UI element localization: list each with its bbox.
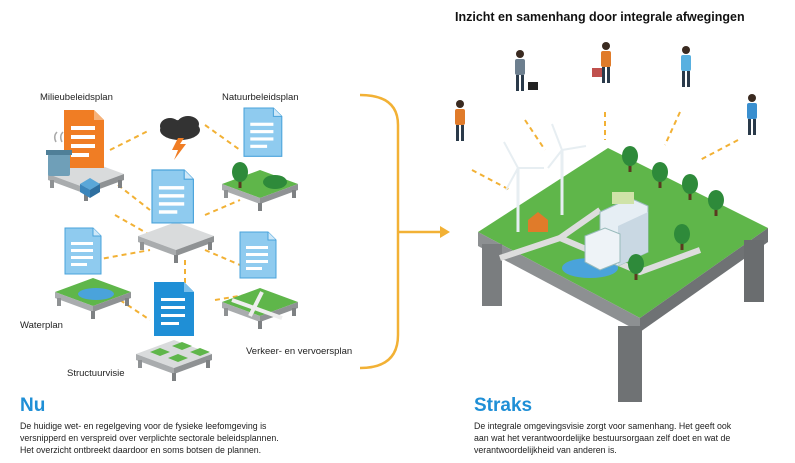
dashed-connections-left: [94, 124, 246, 321]
road-lines: [231, 291, 283, 320]
structuur-document-icon: [154, 282, 194, 336]
storm-cloud-icon: [160, 116, 200, 160]
milieu-document-icon: [64, 110, 104, 168]
label-milieubeleidsplan: Milieubeleidsplan: [40, 92, 113, 103]
straks-line-1: De integrale omgevingsvisie zorgt voor s…: [474, 421, 732, 431]
bush-icon: [263, 175, 287, 189]
nu-description: De huidige wet- en regelgeving voor de f…: [20, 420, 279, 456]
label-natuurbeleidsplan: Natuurbeleidsplan: [222, 92, 299, 103]
platform: [478, 148, 768, 402]
label-structuurvisie: Structuurvisie: [67, 368, 125, 379]
heading-straks: Straks: [474, 395, 533, 416]
person-icon: [455, 100, 465, 141]
heading-nu: Nu: [20, 395, 46, 416]
straks-line-3: verantwoordelijkheid van anderen is.: [474, 445, 617, 455]
verkeer-document-icon: [239, 231, 277, 279]
structure-blocks: [150, 342, 210, 362]
nu-line-3: Het overzicht ontbreekt daardoor en soms…: [20, 445, 262, 455]
label-waterplan: Waterplan: [20, 320, 63, 331]
water-document-icon: [64, 227, 102, 275]
straks-description: De integrale omgevingsvisie zorgt voor s…: [474, 420, 731, 456]
water-pond: [78, 288, 114, 300]
straks-line-2: aan wat het verantwoordelijke bestuursor…: [474, 433, 731, 443]
trash-bin-icon: [46, 131, 72, 176]
person-icon: [515, 50, 538, 91]
nu-line-2: versnipperd en verspreid over verplichte…: [20, 433, 279, 443]
label-verkeer-en-vervoersplan: Verkeer- en vervoersplan: [246, 346, 353, 357]
center-document-icon: [151, 169, 194, 224]
blue-box-icon: [80, 178, 100, 198]
natuur-document-icon: [243, 107, 283, 157]
person-icon: [592, 42, 611, 83]
tile-center: [138, 222, 214, 263]
person-icon: [747, 94, 757, 135]
bracket-arrow: [359, 93, 450, 370]
nu-line-1: De huidige wet- en regelgeving voor de f…: [20, 421, 267, 431]
person-icon: [681, 46, 691, 87]
wind-turbine-icon: [503, 123, 587, 232]
right-title: Inzicht en samenhang door integrale afwe…: [455, 10, 745, 24]
dashed-connections-right: [471, 111, 739, 191]
city-buildings: [528, 192, 649, 271]
